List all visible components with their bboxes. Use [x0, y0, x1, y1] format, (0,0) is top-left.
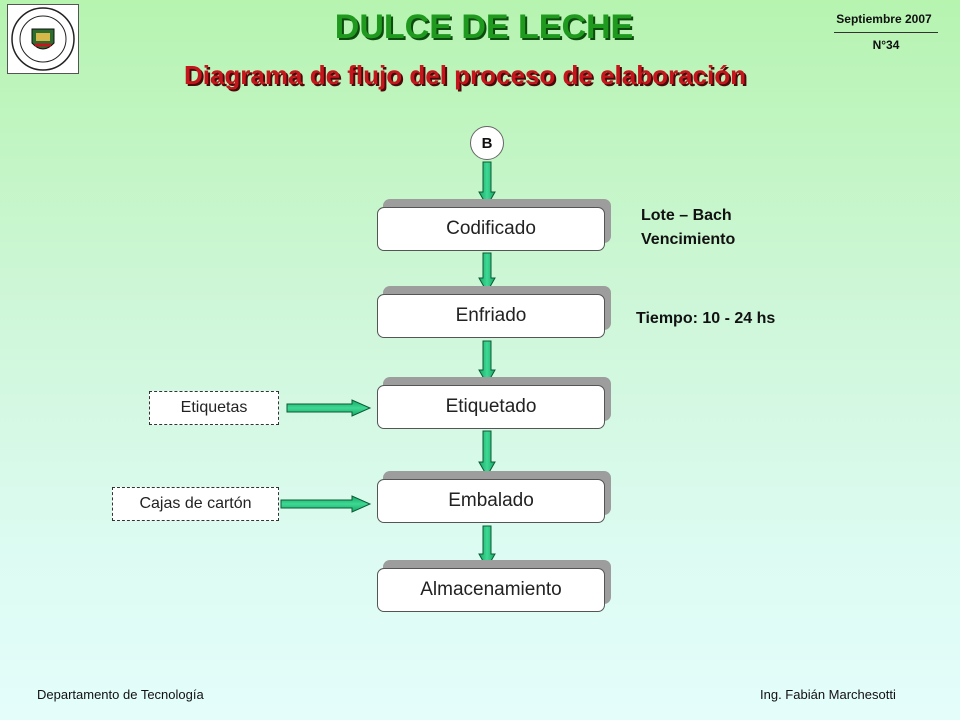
step-enfriado: Enfriado — [377, 294, 605, 338]
date-divider — [834, 32, 938, 33]
input-etiquetas: Etiquetas — [149, 391, 279, 425]
slide-number: N°34 — [872, 38, 900, 52]
arrow-cajas-to-embalado — [280, 495, 372, 513]
arrow-etiquetas-to-etiquetado — [286, 399, 372, 417]
page-subtitle: Diagrama de flujo del proceso de elabora… — [183, 60, 747, 90]
step-codificado: Codificado — [377, 207, 605, 251]
connector-b: B — [470, 126, 504, 160]
date-label: Septiembre 2007 — [836, 12, 932, 26]
step-etiquetado: Etiquetado — [377, 385, 605, 429]
arrow-etiquetado-to-embalado — [478, 430, 496, 478]
step-embalado: Embalado — [377, 479, 605, 523]
university-seal-logo — [7, 4, 79, 74]
note-lote-bach: Lote – Bach — [641, 207, 732, 224]
page-title: DULCE DE LECHE — [334, 8, 634, 46]
input-cajas-de-carton: Cajas de cartón — [112, 487, 279, 521]
footer-author: Ing. Fabián Marchesotti — [760, 687, 896, 702]
note-vencimiento: Vencimiento — [641, 231, 736, 248]
step-almacenamiento: Almacenamiento — [377, 568, 605, 612]
note-tiempo: Tiempo: 10 - 24 hs — [636, 310, 776, 327]
footer-department: Departamento de Tecnología — [37, 687, 204, 702]
arrow-codificado-to-enfriado — [478, 252, 496, 294]
